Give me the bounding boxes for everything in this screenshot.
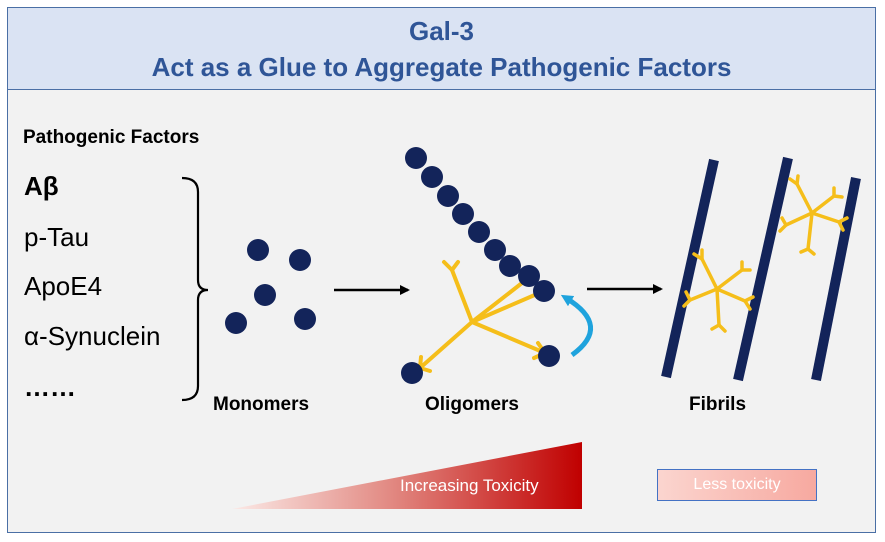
oligomer-bead — [452, 203, 474, 225]
factor-ellipsis: …… — [24, 372, 76, 402]
title-banner: Gal-3 Act as a Glue to Aggregate Pathoge… — [8, 8, 875, 90]
pathogenic-factors-heading: Pathogenic Factors — [23, 127, 200, 148]
less-toxicity-box: Less toxicity — [657, 469, 817, 501]
oligomer-bead — [468, 221, 490, 243]
factor-abeta: Aβ — [24, 171, 59, 201]
factor-alpha-synuclein: α-Synuclein — [24, 321, 161, 351]
fibril-strand — [661, 158, 719, 379]
stage-oligomers-label: Oligomers — [425, 394, 519, 415]
monomer-dot — [294, 308, 316, 330]
oligomer-bead — [518, 265, 540, 287]
oligomer-bead — [533, 280, 555, 302]
factor-brace — [181, 176, 209, 402]
gal3-molecule-fibril-1 — [682, 248, 755, 333]
oligomer-bead — [421, 166, 443, 188]
title-line-1: Gal-3 — [408, 16, 475, 46]
fibril-strand — [811, 177, 861, 381]
fibril-strands — [661, 156, 861, 382]
curved-recruit-arrow — [560, 294, 593, 358]
stage-fibrils-label: Fibrils — [689, 394, 747, 415]
oligomer-bead — [484, 239, 506, 261]
oligomer-bead — [401, 362, 423, 384]
monomer-dot — [225, 312, 247, 334]
monomer-dots — [225, 239, 316, 334]
oligomer-bead — [437, 185, 459, 207]
factor-ptau: p-Tau — [24, 222, 90, 252]
increasing-toxicity-wedge — [232, 442, 582, 509]
monomer-dot — [254, 284, 276, 306]
oligomer-chain — [401, 147, 560, 384]
figure-frame: Gal-3 Act as a Glue to Aggregate Pathoge… — [7, 7, 876, 533]
monomer-dot — [289, 249, 311, 271]
less-toxicity-label: Less toxicity — [693, 476, 781, 493]
title-line-2: Act as a Glue to Aggregate Pathogenic Fa… — [151, 52, 732, 82]
oligomer-bead — [538, 345, 560, 367]
monomer-dot — [247, 239, 269, 261]
fibril-strand — [733, 156, 793, 382]
oligomer-bead — [499, 255, 521, 277]
gal3-molecule-fibril-2 — [778, 174, 849, 256]
stage-monomers-label: Monomers — [213, 394, 310, 415]
increasing-toxicity-label: Increasing Toxicity — [400, 476, 539, 495]
oligomer-bead — [405, 147, 427, 169]
factor-apoe4: ApoE4 — [24, 271, 103, 301]
